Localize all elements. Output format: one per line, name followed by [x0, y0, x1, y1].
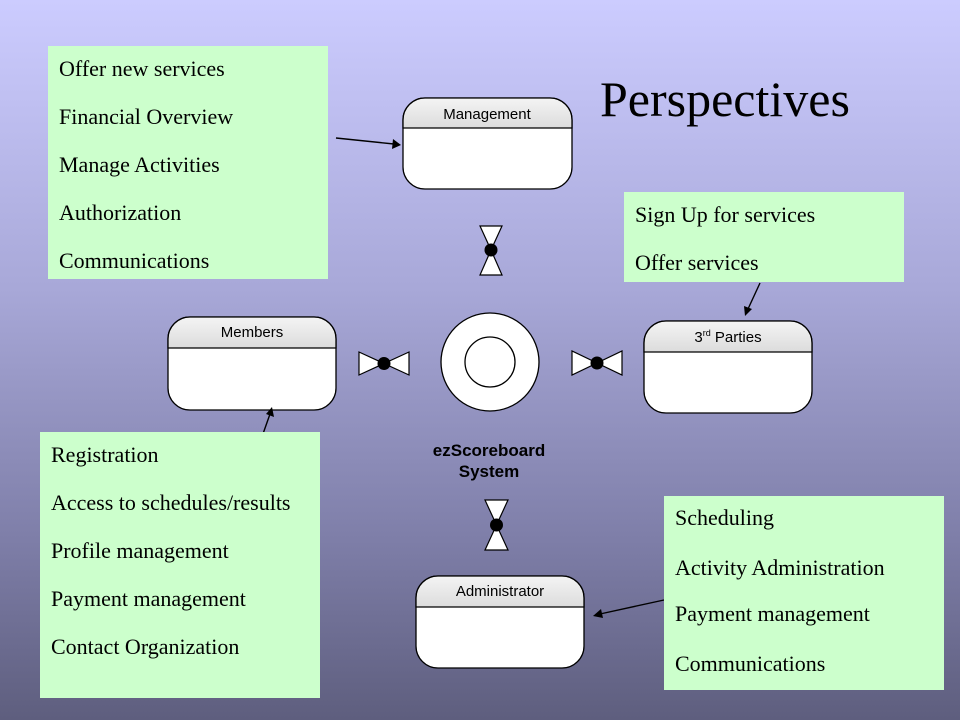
- note-item: Profile management: [51, 538, 229, 563]
- arrow-administrator: [593, 599, 665, 618]
- note-item: Registration: [51, 442, 159, 467]
- arrow-third-parties: [744, 282, 761, 316]
- page-title: Perspectives: [600, 71, 850, 127]
- note-item: Authorization: [59, 200, 182, 225]
- management-label: Management: [443, 106, 531, 123]
- note-item: Offer services: [635, 250, 759, 275]
- note-item: Contact Organization: [51, 634, 240, 659]
- management-note: Offer new services Financial Overview Ma…: [48, 46, 328, 279]
- system-label-line1: ezScoreboard: [433, 441, 545, 460]
- connector-bottom: [484, 499, 509, 551]
- administrator-actor: Administrator: [415, 575, 585, 669]
- note-item: Payment management: [51, 586, 246, 611]
- members-note: Registration Access to schedules/results…: [40, 432, 320, 698]
- note-item: Offer new services: [59, 56, 225, 81]
- third-parties-label: 3rd Parties: [694, 328, 761, 346]
- connector-top: [479, 225, 503, 276]
- members-actor: Members: [167, 316, 337, 411]
- management-actor: Management: [402, 97, 573, 190]
- third-parties-actor: 3rd Parties: [643, 320, 813, 414]
- administrator-note: Scheduling Activity Administration Payme…: [664, 496, 944, 690]
- note-item: Sign Up for services: [635, 202, 816, 227]
- system-label-line2: System: [459, 462, 519, 481]
- note-item: Activity Administration: [675, 555, 885, 580]
- connector-right: [571, 350, 623, 376]
- connector-left: [358, 351, 410, 376]
- note-item: Payment management: [675, 601, 870, 626]
- system-node: ezScoreboard System: [433, 312, 545, 481]
- arrow-management: [335, 137, 401, 149]
- third-parties-note: Sign Up for services Offer services: [624, 192, 904, 282]
- note-item: Financial Overview: [59, 104, 234, 129]
- note-item: Access to schedules/results: [51, 490, 291, 515]
- administrator-label: Administrator: [456, 583, 544, 600]
- note-item: Manage Activities: [59, 152, 220, 177]
- note-item: Scheduling: [675, 505, 774, 530]
- members-label: Members: [221, 324, 284, 341]
- note-item: Communications: [59, 248, 210, 273]
- note-item: Communications: [675, 651, 826, 676]
